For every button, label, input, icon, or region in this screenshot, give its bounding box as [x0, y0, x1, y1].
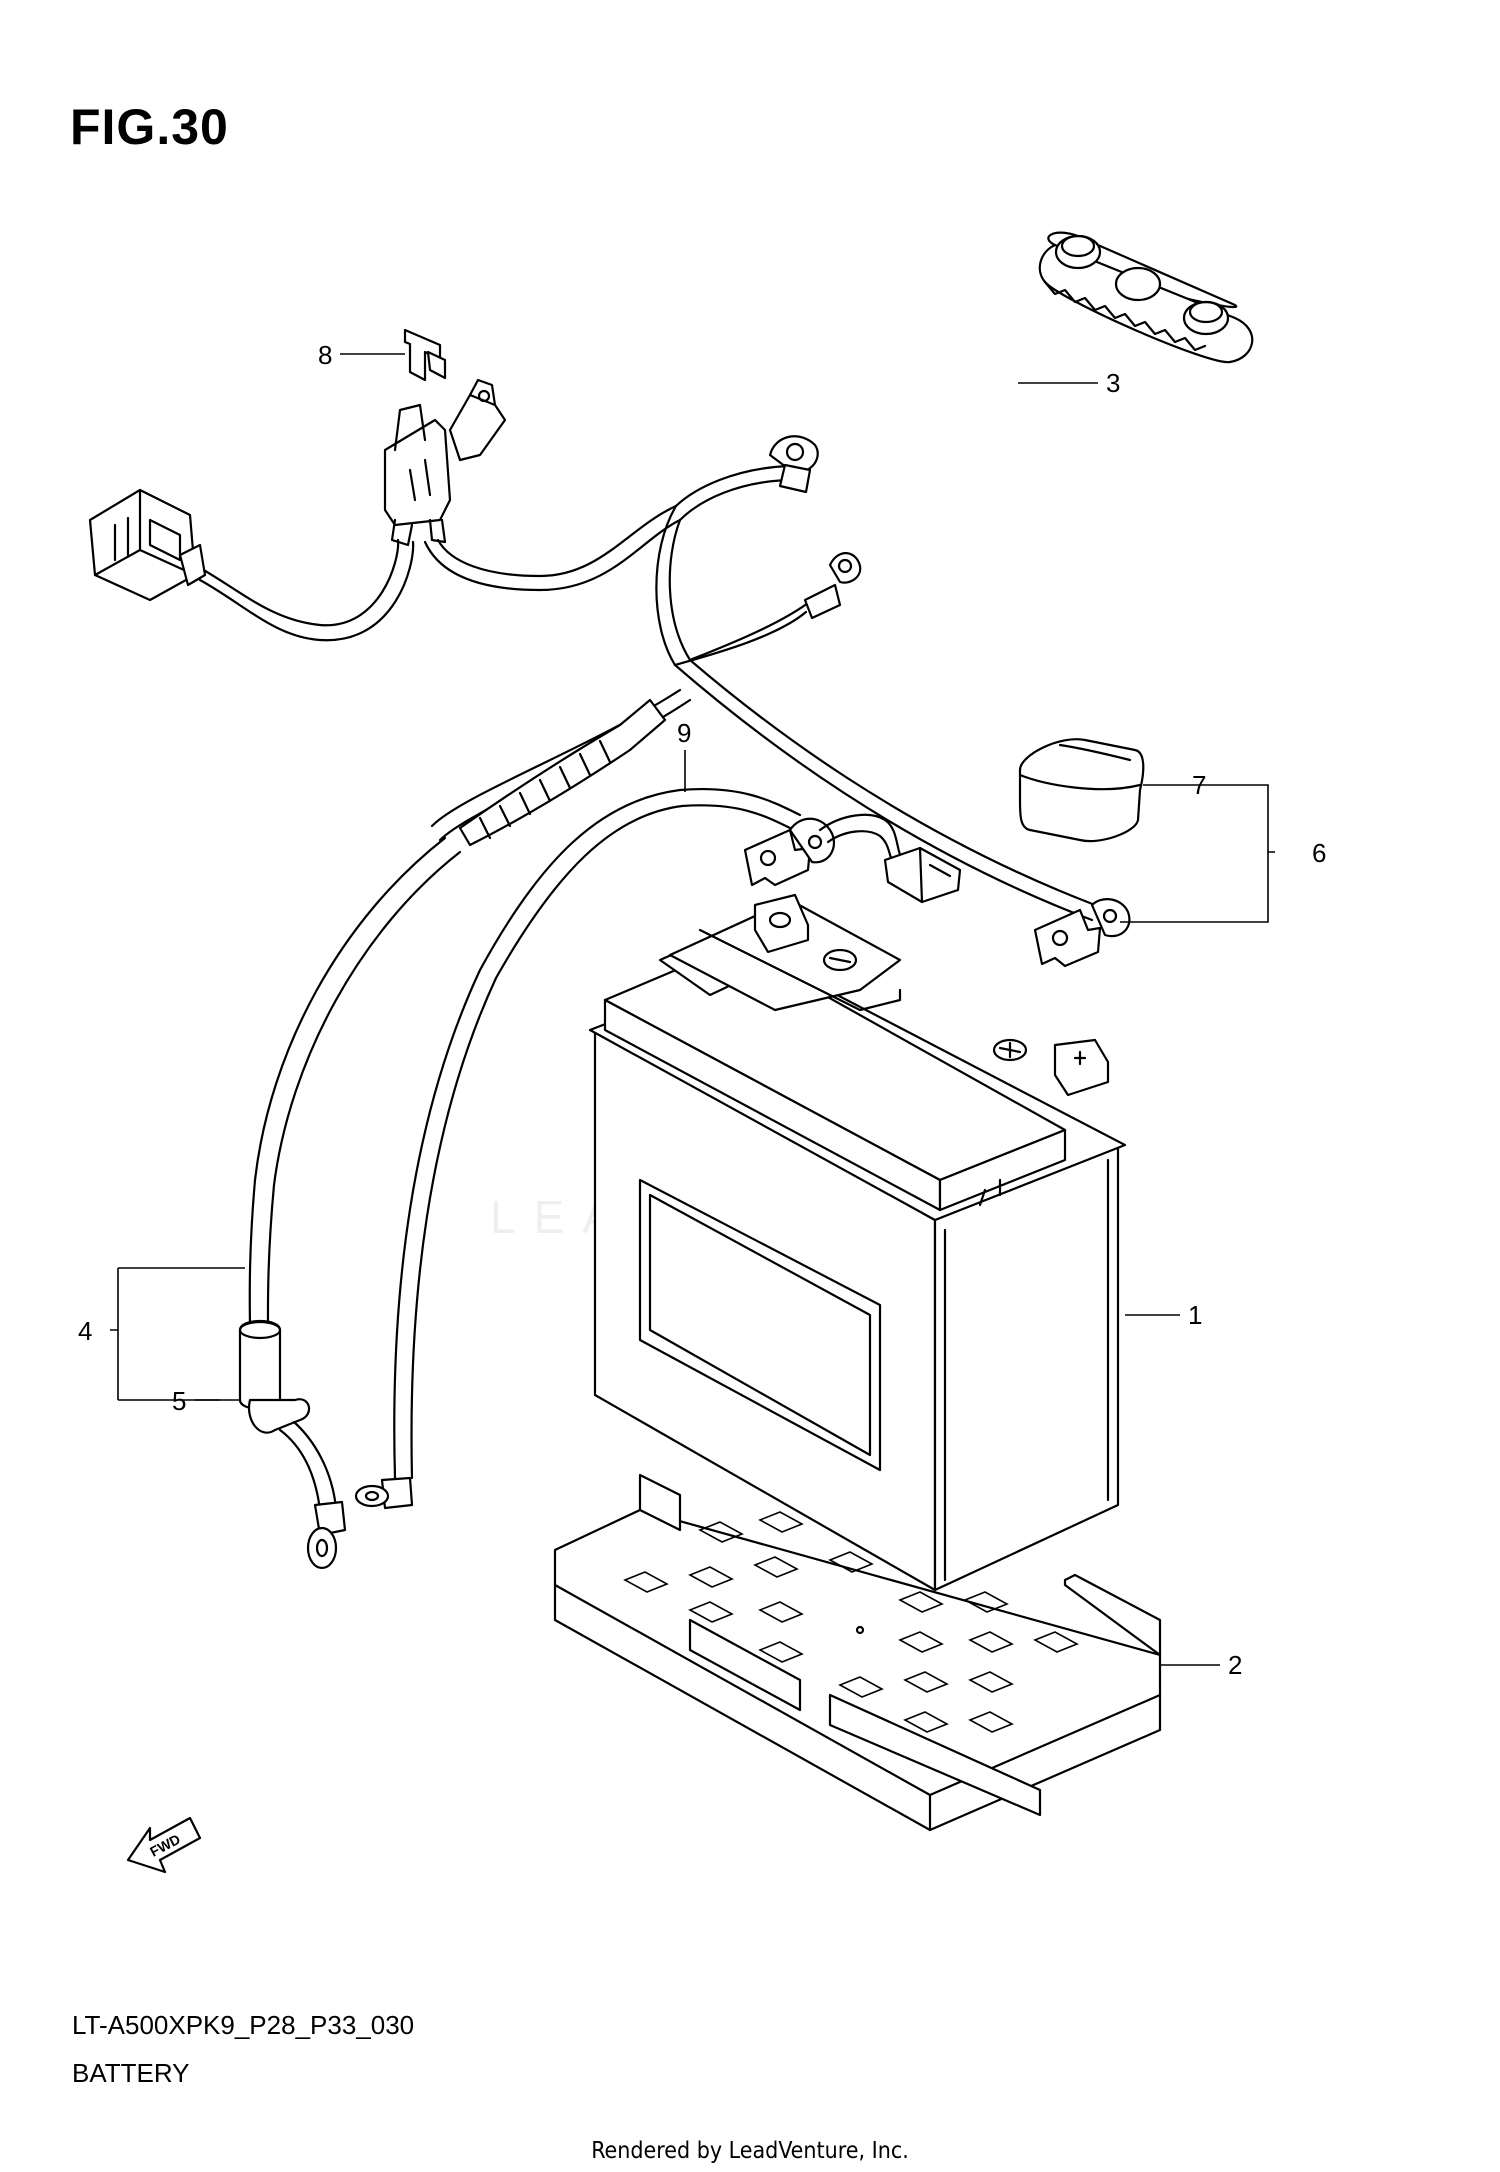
callout-5: 5: [172, 1386, 186, 1416]
battery-cable-part[interactable]: [248, 688, 692, 1332]
terminal-cap-part[interactable]: [1018, 738, 1145, 843]
battery-band-part[interactable]: [1038, 231, 1254, 364]
callout-9: 9: [677, 718, 691, 748]
callout-8: 8: [318, 340, 332, 370]
fwd-arrow-icon: FWD: [126, 1816, 202, 1874]
harness-connector[interactable]: [88, 488, 207, 602]
terminal-lead-part[interactable]: [1033, 898, 1131, 968]
callout-3: 3: [1106, 368, 1120, 398]
callout-6: 6: [1312, 838, 1326, 868]
ground-lead-part[interactable]: [354, 787, 962, 1510]
callout-4: 4: [78, 1316, 92, 1346]
section-name: BATTERY: [72, 2058, 190, 2088]
callout-2: 2: [1228, 1650, 1242, 1680]
callouts: 1 2 3 4 5 6 7 8 9: [78, 340, 1326, 1680]
fuse-holder[interactable]: [383, 378, 507, 547]
ring-terminal-top[interactable]: [768, 435, 819, 494]
battery-tray-part[interactable]: [553, 1473, 1162, 1832]
footer-credit: Rendered by LeadVenture, Inc.: [591, 2138, 909, 2164]
figure-title: FIG.30: [70, 99, 229, 155]
fuse-part[interactable]: [403, 328, 447, 382]
leader-lines: [110, 353, 1275, 1666]
grommet-part[interactable]: [238, 1319, 311, 1434]
wiring-harness[interactable]: [193, 464, 1097, 922]
callout-7: 7: [1192, 770, 1206, 800]
callout-1: 1: [1188, 1300, 1202, 1330]
ring-terminal-upper[interactable]: [803, 552, 862, 620]
battery-part[interactable]: [588, 893, 1127, 1592]
model-code: LT-A500XPK9_P28_P33_030: [72, 2010, 415, 2040]
lower-ring-terminal[interactable]: [278, 1420, 347, 1570]
